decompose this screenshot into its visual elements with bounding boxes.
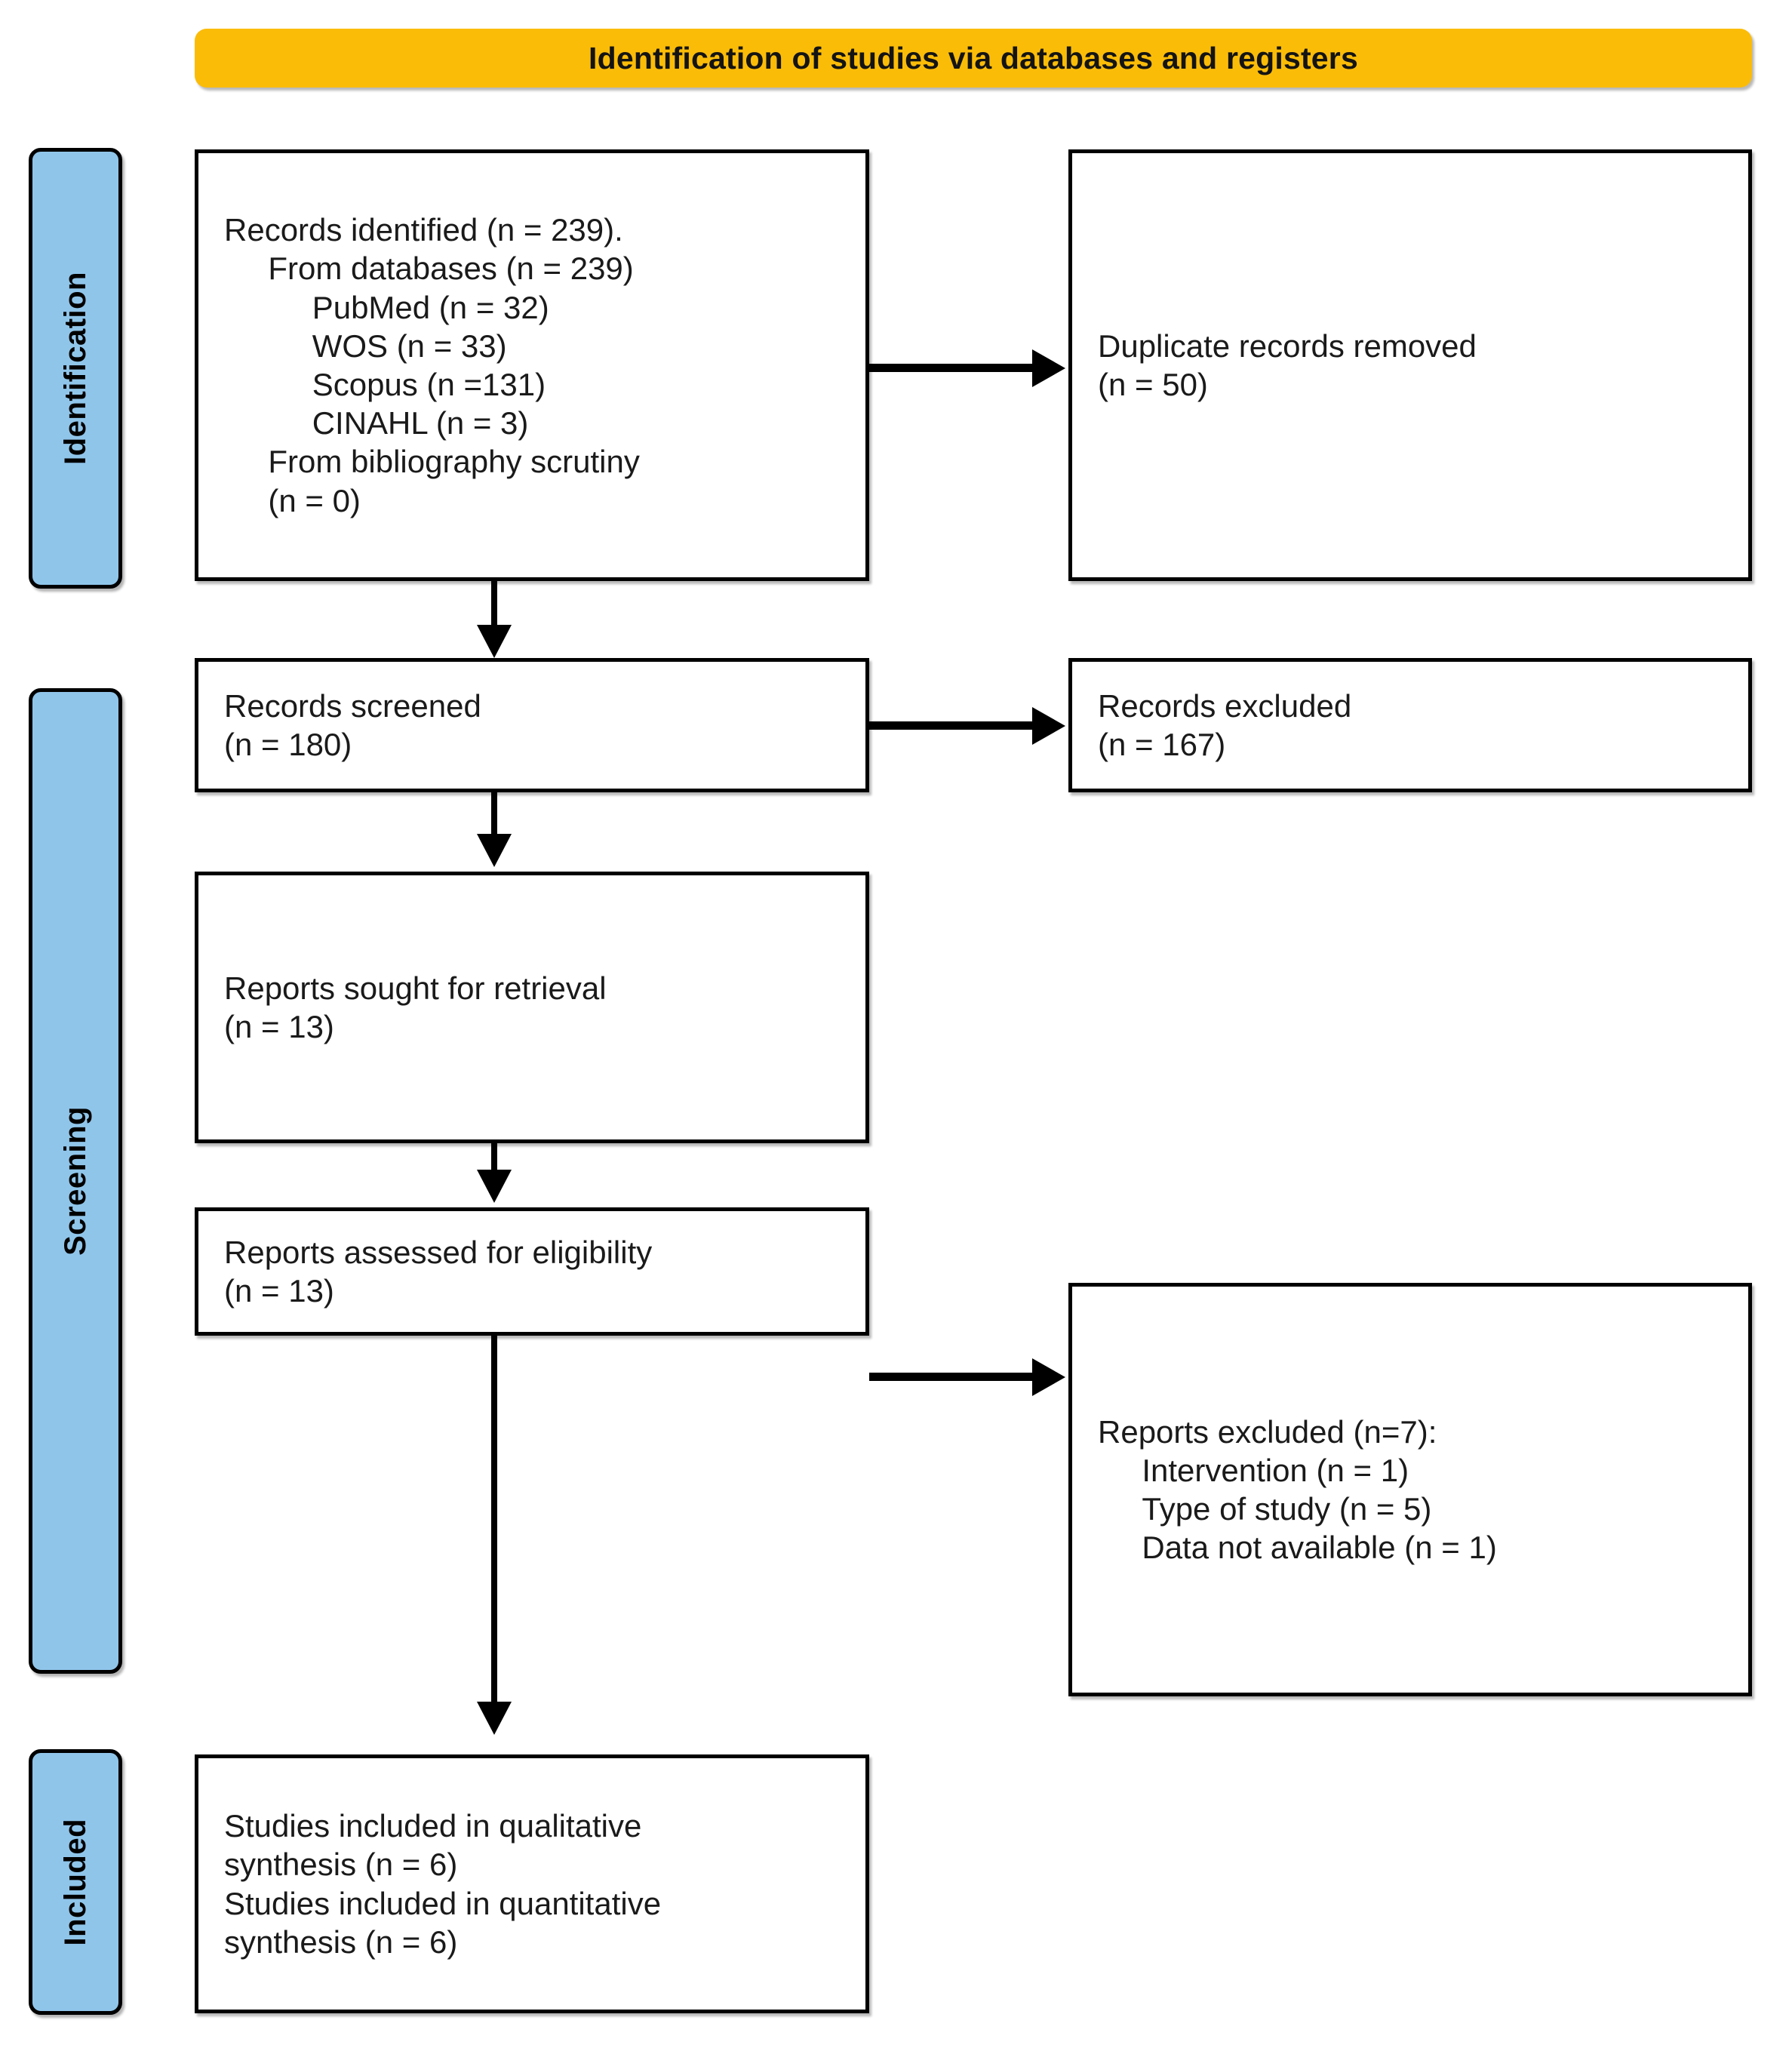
diagram-title: Identification of studies via databases …: [589, 40, 1358, 75]
box-duplicate-records-removed-text: Duplicate records removed (n = 50): [1098, 328, 1477, 402]
box-reports-sought-for-retrieval: Reports sought for retrieval (n = 13): [195, 872, 869, 1143]
connector-line: [491, 1336, 497, 1707]
box-records-identified: Records identified (n = 239). From datab…: [195, 149, 869, 581]
phase-label-screening: Screening: [58, 1106, 92, 1256]
arrow-right-icon: [1032, 1358, 1065, 1396]
box-records-screened-text: Records screened (n = 180): [224, 687, 481, 762]
box-reports-sought-for-retrieval-text: Reports sought for retrieval (n = 13): [224, 970, 607, 1044]
arrow-down-icon: [477, 834, 512, 867]
box-records-excluded: Records excluded (n = 167): [1068, 658, 1752, 792]
box-records-excluded-text: Records excluded (n = 167): [1098, 687, 1352, 762]
diagram-header-banner: Identification of studies via databases …: [195, 29, 1752, 88]
connector-line: [869, 721, 1037, 730]
box-reports-assessed-for-eligibility-text: Reports assessed for eligibility (n = 13…: [224, 1234, 653, 1308]
box-reports-excluded-text: Reports excluded (n=7): Intervention (n …: [1098, 1413, 1497, 1566]
arrow-down-icon: [477, 1702, 512, 1735]
phase-bar-screening: Screening: [29, 688, 122, 1674]
connector-line: [491, 581, 497, 631]
connector-line: [491, 1143, 497, 1176]
box-reports-assessed-for-eligibility: Reports assessed for eligibility (n = 13…: [195, 1207, 869, 1336]
box-studies-included-text: Studies included in qualitative synthesi…: [224, 1808, 662, 1960]
phase-bar-identification: Identification: [29, 148, 122, 589]
arrow-down-icon: [477, 1170, 512, 1203]
connector-line: [869, 1373, 1037, 1381]
box-records-identified-text: Records identified (n = 239). From datab…: [224, 212, 640, 518]
box-duplicate-records-removed: Duplicate records removed (n = 50): [1068, 149, 1752, 581]
connector-line: [869, 364, 1037, 372]
box-records-screened: Records screened (n = 180): [195, 658, 869, 792]
phase-label-identification: Identification: [58, 272, 92, 465]
phase-bar-included: Included: [29, 1749, 122, 2015]
connector-line: [491, 792, 497, 839]
arrow-down-icon: [477, 625, 512, 658]
box-studies-included: Studies included in qualitative synthesi…: [195, 1754, 869, 2013]
phase-label-included: Included: [58, 1818, 92, 1946]
arrow-right-icon: [1032, 349, 1065, 387]
arrow-right-icon: [1032, 707, 1065, 745]
box-reports-excluded: Reports excluded (n=7): Intervention (n …: [1068, 1283, 1752, 1696]
